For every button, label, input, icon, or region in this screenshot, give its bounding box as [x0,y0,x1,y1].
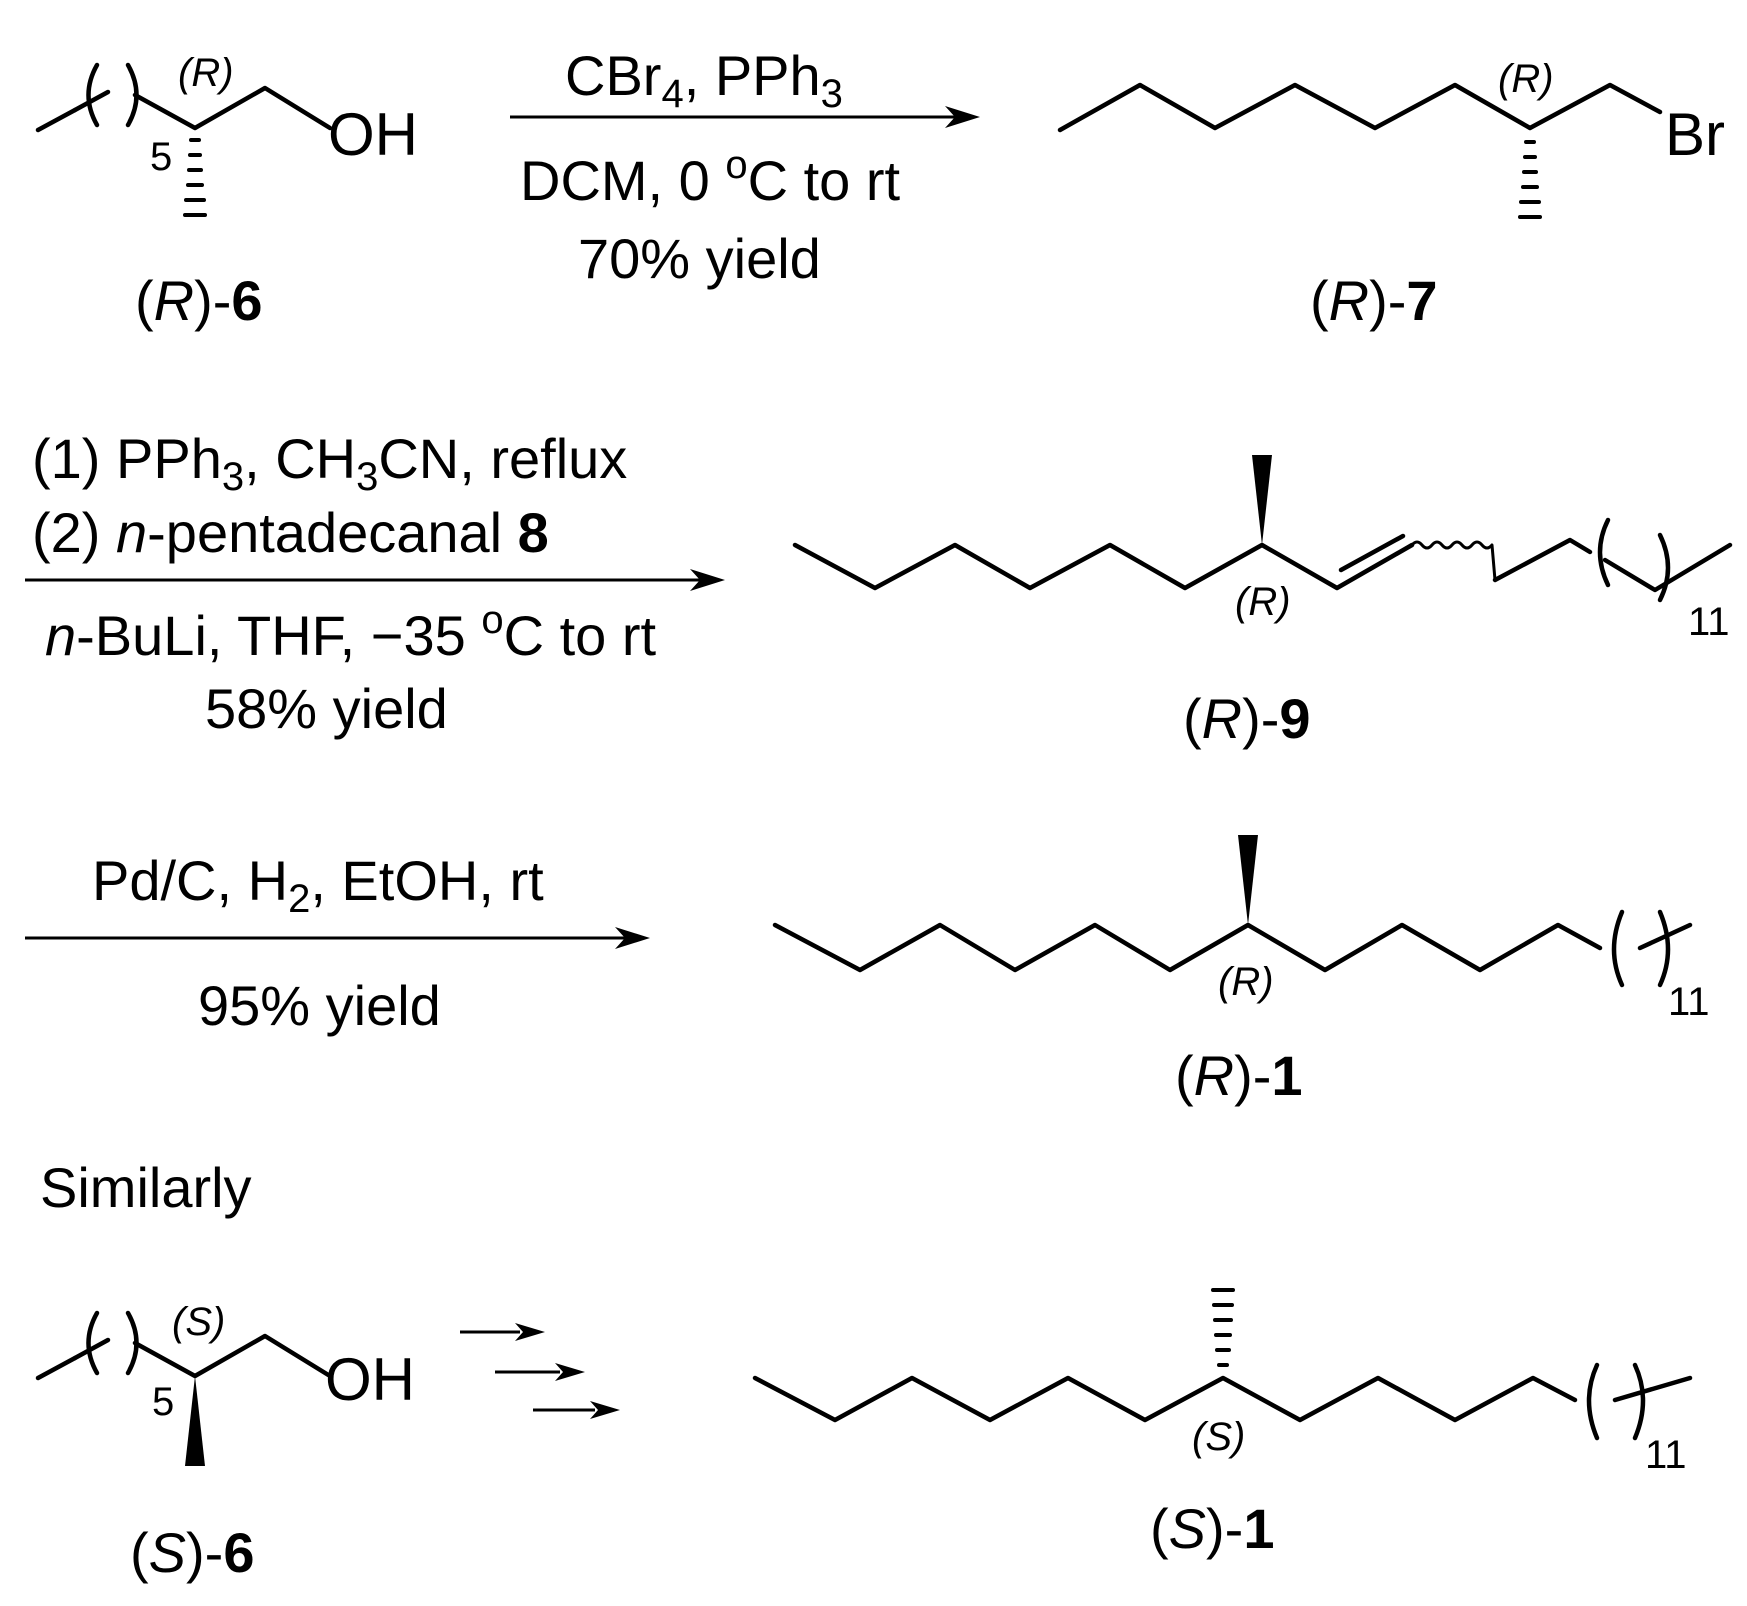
hashed-wedge [1518,140,1542,219]
hydroxyl-label: OH [328,101,418,168]
compound-label-r7: (R)-7 [1310,269,1438,332]
step2-line2: (2) n-pentadecanal 8 [32,501,549,564]
structure-r6: 5 (R) OH (R)-6 [35,51,418,332]
solid-wedge [1252,455,1272,545]
structure-r1: (R) 11 (R)-1 [772,835,1710,1107]
similarly-caption: Similarly [40,1156,252,1219]
step1-yield: 70% yield [578,227,821,290]
hashed-wedge [183,138,207,217]
multistep-arrows [460,1323,620,1419]
repeat-count: 11 [1668,980,1710,1024]
repeat-count: 11 [1645,1433,1687,1477]
step2-line3: n-BuLi, THF, −35 oC to rt [45,598,656,667]
stereo-descriptor: (R) [1218,960,1274,1004]
compound-label-s1: (S)-1 [1150,1497,1274,1560]
hydroxyl-label: OH [325,1346,415,1413]
structure-s6: 5 (S) OH (S)-6 [35,1300,415,1584]
solid-wedge [1238,835,1258,925]
structure-r9: (R) 11 (R)-9 [792,455,1733,750]
compound-label-r6: (R)-6 [135,269,263,332]
step3-reagents: Pd/C, H2, EtOH, rt [92,849,544,921]
solid-wedge [185,1376,205,1466]
compound-label-s6: (S)-6 [130,1521,254,1584]
compound-label-r9: (R)-9 [1183,687,1311,750]
stereo-descriptor: (R) [178,51,234,95]
reaction-arrow-step2: (1) PPh3, CH3CN, reflux (2) n-pentadecan… [25,427,725,740]
step2-line1: (1) PPh3, CH3CN, reflux [32,427,627,499]
bromine-label: Br [1665,101,1725,168]
step1-reagents: CBr4, PPh3 [565,44,843,116]
stereo-descriptor: (S) [172,1300,225,1344]
step2-yield: 58% yield [205,677,448,740]
hashed-wedge [1211,1288,1235,1367]
step1-conditions: DCM, 0 oC to rt [520,143,901,212]
stereo-descriptor: (S) [1192,1415,1245,1459]
reaction-arrow-step1: CBr4, PPh3 DCM, 0 oC to rt 70% yield [510,44,980,290]
repeat-count: 11 [1688,600,1730,644]
stereo-descriptor: (R) [1498,57,1554,101]
repeat-count: 5 [150,135,172,179]
reaction-arrow-step3: Pd/C, H2, EtOH, rt 95% yield [25,849,650,1037]
step3-yield: 95% yield [198,974,441,1037]
structure-r7: (R) Br (R)-7 [1057,57,1725,332]
repeat-count: 5 [152,1380,174,1424]
compound-label-r1: (R)-1 [1175,1044,1303,1107]
stereo-descriptor: (R) [1235,580,1291,624]
structure-s1: (S) 11 (S)-1 [752,1288,1693,1560]
